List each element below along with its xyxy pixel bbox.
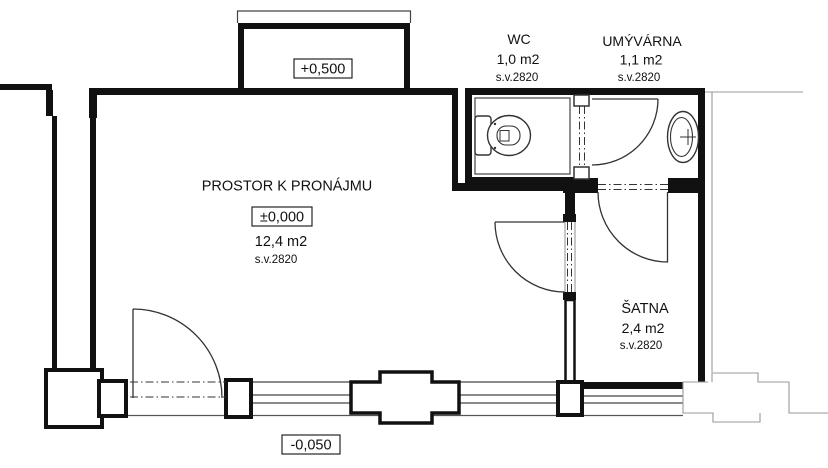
wall-segment: [452, 183, 575, 191]
wall-segment: [89, 88, 97, 118]
wall-partition-lower: [564, 298, 576, 385]
umyvarna-ceiling-label: s.v.2820: [618, 72, 661, 84]
window-band: [44, 368, 761, 429]
context-outlines: [705, 91, 828, 414]
mullion-block: [224, 378, 253, 419]
doors: [130, 94, 669, 399]
level-box-main: [251, 206, 313, 227]
prostor-ceiling-label: s.v.2820: [255, 254, 298, 266]
porch-level-label: +0,500: [301, 62, 346, 78]
wall-top-right: [465, 88, 705, 95]
wall-segment: [52, 116, 57, 372]
porch-wall: [404, 23, 410, 88]
wall-segment: [46, 90, 53, 116]
wall-segment: [90, 118, 96, 372]
porch: [236, 10, 412, 88]
wall-wc-bottom: [465, 177, 575, 184]
door-swing-arc: [597, 191, 669, 263]
door-jamb: [573, 94, 590, 107]
context-pier-outline: [711, 372, 828, 414]
wall-segment: [0, 84, 52, 90]
satna-area-label: 2,4 m2: [622, 320, 665, 336]
satna-name-label: ŠATNA: [621, 300, 669, 317]
window-section: [459, 381, 558, 404]
level-box-porch: [293, 58, 353, 79]
cross-column: [349, 370, 461, 425]
satna-door: [597, 184, 669, 263]
toilet-icon: [474, 114, 532, 157]
wc-door: [573, 94, 659, 180]
wc-ceiling-label: s.v.2820: [496, 72, 539, 84]
satna-ceiling-label: s.v.2820: [620, 340, 663, 352]
mullion-block: [97, 379, 128, 418]
main-room-door: [494, 221, 576, 293]
mullion-block: [556, 380, 584, 417]
prostor-name-label: PROSTOR K PRONÁJMU: [202, 178, 373, 195]
umyvarna-area-label: 1,1 m2: [620, 52, 663, 68]
door-jamb: [563, 292, 576, 300]
window-section-satna: [582, 395, 683, 404]
porch-wall: [238, 23, 410, 29]
door-swing-arc: [494, 221, 566, 293]
wall-satna-top-left: [563, 178, 598, 193]
prostor-level-label: ±0,000: [260, 210, 304, 226]
sink-icon: [666, 110, 700, 164]
window-section: [251, 381, 351, 404]
door-swing-arc: [591, 98, 659, 166]
wall-segment: [452, 88, 458, 188]
door-jamb: [563, 214, 576, 222]
wall-partition-upper: [565, 191, 575, 215]
wall-top: [89, 88, 458, 95]
prostor-area-label: 12,4 m2: [255, 234, 307, 250]
door-swing-arc: [132, 308, 223, 399]
wc-name-label: WC: [507, 31, 530, 47]
wall-satna-right: [698, 192, 705, 382]
walls: [0, 84, 705, 389]
wall-wc-left: [465, 88, 472, 186]
wall-satna-top-right: [668, 178, 705, 193]
entrance-door: [130, 308, 226, 399]
labels: +0,500 WC 1,0 m2 s.v.2820 UMÝVÁRNA 1,1 m…: [202, 31, 682, 455]
corner-pier: [44, 368, 104, 429]
wall-satna-bottom: [582, 382, 683, 389]
wall-umyvarna-right: [698, 88, 705, 180]
umyvarna-name-label: UMÝVÁRNA: [602, 33, 682, 49]
outside-level-label: -0,050: [290, 438, 331, 454]
porch-wall: [238, 23, 244, 88]
cross-column-right: [682, 381, 761, 423]
level-box-outside: [281, 434, 341, 455]
door-jamb: [573, 166, 590, 180]
wc-area-label: 1,0 m2: [497, 51, 540, 67]
